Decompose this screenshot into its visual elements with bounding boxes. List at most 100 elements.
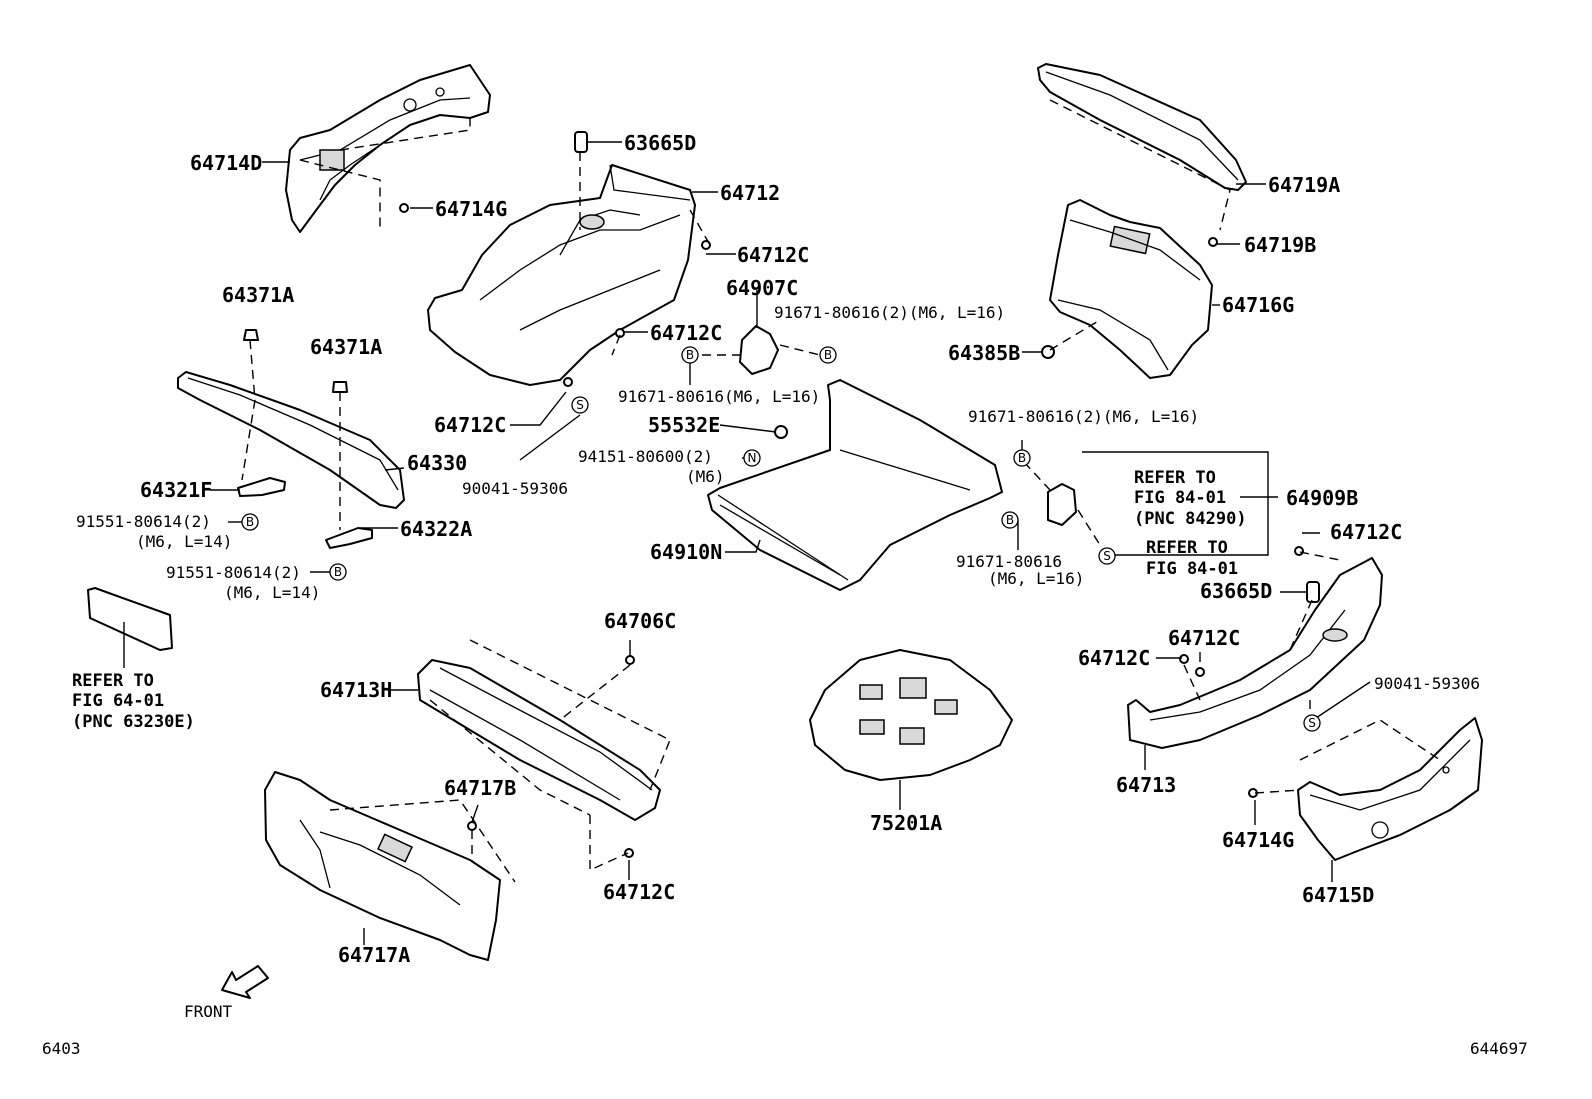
part-64717A — [264, 771, 501, 961]
part-64909B — [1047, 483, 1077, 526]
callout-91551-sub-2: (M6, L=14) — [224, 583, 320, 602]
callout-64719A: 64719A — [1268, 173, 1340, 197]
marker-b: B — [1001, 511, 1019, 529]
callout-94151-80600: 94151-80600(2) — [578, 447, 713, 466]
marker-label: S — [1103, 549, 1111, 563]
callout-64712C: 64712C — [1168, 626, 1240, 650]
callout-64712C: 64712C — [737, 243, 809, 267]
marker-label: B — [1006, 513, 1014, 527]
marker-b: B — [241, 513, 259, 531]
callout-91671-80616-right: 91671-80616 — [956, 552, 1062, 571]
page-code-right: 644697 — [1470, 1039, 1528, 1058]
callout-90041-59306-right: 90041-59306 — [1374, 674, 1480, 693]
callout-64717A: 64717A — [338, 943, 410, 967]
callout-64712C: 64712C — [603, 880, 675, 904]
callout-91671-80616-2-right: 91671-80616(2)(M6, L=16) — [968, 407, 1199, 426]
marker-label: S — [1308, 716, 1316, 730]
callout-64714G: 64714G — [435, 197, 507, 221]
callout-64385B: 64385B — [948, 341, 1020, 365]
refer-note-line: REFER TO — [1134, 468, 1216, 488]
callout-90041-59306: 90041-59306 — [462, 479, 568, 498]
marker-s: S — [1303, 714, 1321, 732]
part-refer-63230E — [87, 587, 173, 651]
callout-64910N: 64910N — [650, 540, 722, 564]
front-arrow-icon — [221, 965, 269, 999]
callout-64322A: 64322A — [400, 517, 472, 541]
callout-91551-80614-1: 91551-80614(2) — [76, 512, 211, 531]
callout-91671-sub-right: (M6, L=16) — [988, 569, 1084, 588]
callout-63665D: 63665D — [1200, 579, 1272, 603]
callout-75201A: 75201A — [870, 811, 942, 835]
callout-64371A: 64371A — [222, 283, 294, 307]
callout-64909B: 64909B — [1286, 486, 1358, 510]
part-64322A — [325, 527, 373, 549]
callout-64706C: 64706C — [604, 609, 676, 633]
callout-91671-80616: 91671-80616(M6, L=16) — [618, 387, 820, 406]
marker-b: B — [819, 346, 837, 364]
callout-64713H: 64713H — [320, 678, 392, 702]
part-64907C — [739, 325, 779, 375]
part-64713 — [1127, 557, 1383, 749]
marker-label: S — [576, 398, 584, 412]
callout-64712C: 64712C — [650, 321, 722, 345]
part-64712 — [427, 164, 696, 386]
fasteners — [243, 131, 1320, 858]
part-64321F — [237, 477, 286, 497]
marker-label: B — [334, 565, 342, 579]
marker-b: B — [1013, 449, 1031, 467]
callout-64712C: 64712C — [1078, 646, 1150, 670]
callout-91671-80616-2: 91671-80616(2)(M6, L=16) — [774, 303, 1005, 322]
part-64713H — [417, 659, 661, 821]
callout-64716G: 64716G — [1222, 293, 1294, 317]
assembly-lines — [241, 99, 1441, 883]
marker-circles: B B S N B B B B S S — [241, 346, 1321, 732]
refer-note-line: (PNC 84290) — [1134, 509, 1247, 529]
callout-91551-sub-1: (M6, L=14) — [136, 532, 232, 551]
callout-labels: 64714D 64714G 63665D 64712 64712C 64907C… — [76, 131, 1480, 967]
callout-64713: 64713 — [1116, 773, 1176, 797]
refer-note-line: REFER TO — [1146, 538, 1228, 558]
marker-b: B — [681, 346, 699, 364]
refer-note-line: FIG 64-01 — [72, 691, 164, 711]
refer-note-line: REFER TO — [72, 671, 154, 691]
reference-notes: REFER TO FIG 64-01 (PNC 63230E) REFER TO… — [72, 468, 1247, 732]
page-code-left: 6403 — [42, 1039, 81, 1058]
callout-91551-80614-2: 91551-80614(2) — [166, 563, 301, 582]
refer-note-line: FIG 84-01 — [1134, 488, 1226, 508]
marker-label: N — [748, 451, 757, 465]
callout-55532E: 55532E — [648, 413, 720, 437]
callout-64714G: 64714G — [1222, 828, 1294, 852]
marker-s: S — [1098, 547, 1116, 565]
callout-64712C: 64712C — [1330, 520, 1402, 544]
part-64714D — [285, 64, 491, 233]
leader-lines — [123, 141, 1371, 945]
marker-n: N — [743, 449, 761, 467]
refer-note-line: (PNC 63230E) — [72, 712, 195, 732]
part-75201A — [809, 649, 1013, 781]
callout-63665D: 63665D — [624, 131, 696, 155]
callout-94151-sub: (M6) — [686, 467, 725, 486]
marker-b: B — [329, 563, 347, 581]
refer-note-line: FIG 84-01 — [1146, 559, 1238, 579]
callout-64907C: 64907C — [726, 276, 798, 300]
part-64719A — [1037, 63, 1247, 191]
callout-64712: 64712 — [720, 181, 780, 205]
marker-label: B — [1018, 451, 1026, 465]
callout-64719B: 64719B — [1244, 233, 1316, 257]
part-64716G — [1049, 199, 1213, 379]
callout-64321F: 64321F — [140, 478, 212, 502]
part-64910N — [707, 379, 1003, 591]
callout-64330: 64330 — [407, 451, 467, 475]
marker-s: S — [571, 396, 589, 414]
marker-label: B — [246, 515, 254, 529]
callout-64371A: 64371A — [310, 335, 382, 359]
part-64715D — [1297, 717, 1483, 861]
callout-64712C: 64712C — [434, 413, 506, 437]
marker-label: B — [686, 348, 694, 362]
callout-64715D: 64715D — [1302, 883, 1374, 907]
front-label: FRONT — [184, 1002, 233, 1021]
callout-64717B: 64717B — [444, 776, 516, 800]
marker-label: B — [824, 348, 832, 362]
